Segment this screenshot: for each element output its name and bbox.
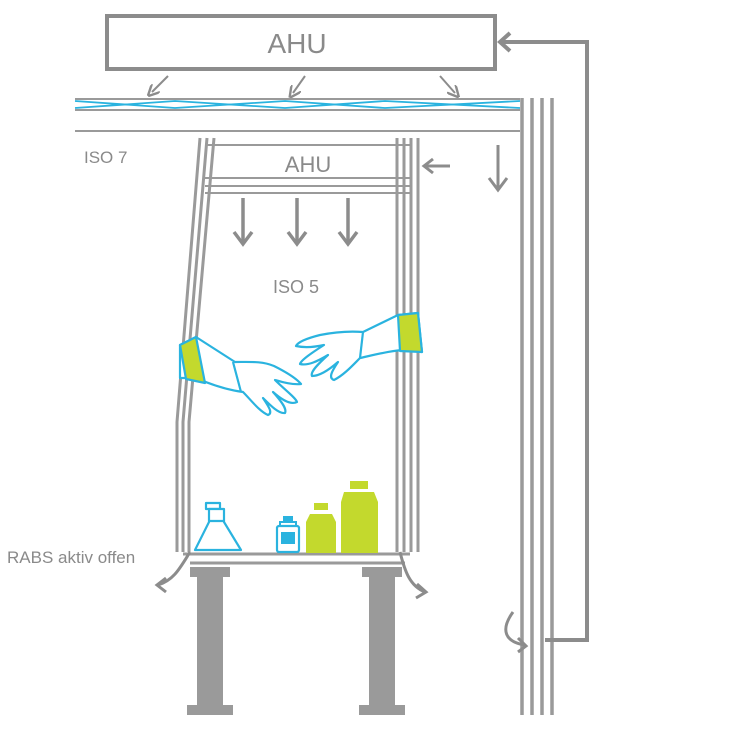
ahu-top-unit: AHU bbox=[105, 14, 497, 71]
rabs-airflow-right bbox=[398, 551, 429, 600]
enclosure-left-wall bbox=[175, 137, 216, 552]
iso5-downflow-arrows bbox=[232, 198, 359, 247]
iso5-label: ISO 5 bbox=[273, 277, 319, 297]
ahu-inner-label: AHU bbox=[285, 152, 331, 177]
support-leg-left bbox=[187, 567, 233, 715]
ahu-outflow-arrows bbox=[152, 75, 455, 93]
rabs-airflow-left bbox=[154, 551, 192, 594]
rabs-label: RABS aktiv offen bbox=[7, 548, 135, 567]
return-arrowhead bbox=[497, 31, 512, 53]
glove-left-icon bbox=[178, 335, 303, 417]
large-bottle-icon bbox=[341, 481, 378, 553]
vial-icon bbox=[275, 516, 301, 554]
return-inlet-arrowhead bbox=[516, 636, 529, 654]
support-leg-right bbox=[359, 567, 405, 715]
iso7-downflow-arrow bbox=[487, 145, 509, 193]
return-inlet-curve bbox=[504, 611, 526, 647]
glove-right-icon bbox=[294, 311, 424, 382]
iso7-label: ISO 7 bbox=[84, 148, 127, 167]
flask-icon bbox=[193, 501, 243, 552]
small-bottle-icon bbox=[306, 503, 336, 553]
return-duct bbox=[520, 98, 554, 715]
ceiling-filter bbox=[74, 98, 521, 132]
return-airflow-line bbox=[500, 40, 589, 642]
enclosure-inlet-arrow bbox=[421, 157, 450, 175]
work-surface bbox=[183, 552, 410, 565]
ahu-inner-unit: AHU bbox=[205, 144, 410, 194]
ahu-top-label: AHU bbox=[267, 28, 326, 59]
